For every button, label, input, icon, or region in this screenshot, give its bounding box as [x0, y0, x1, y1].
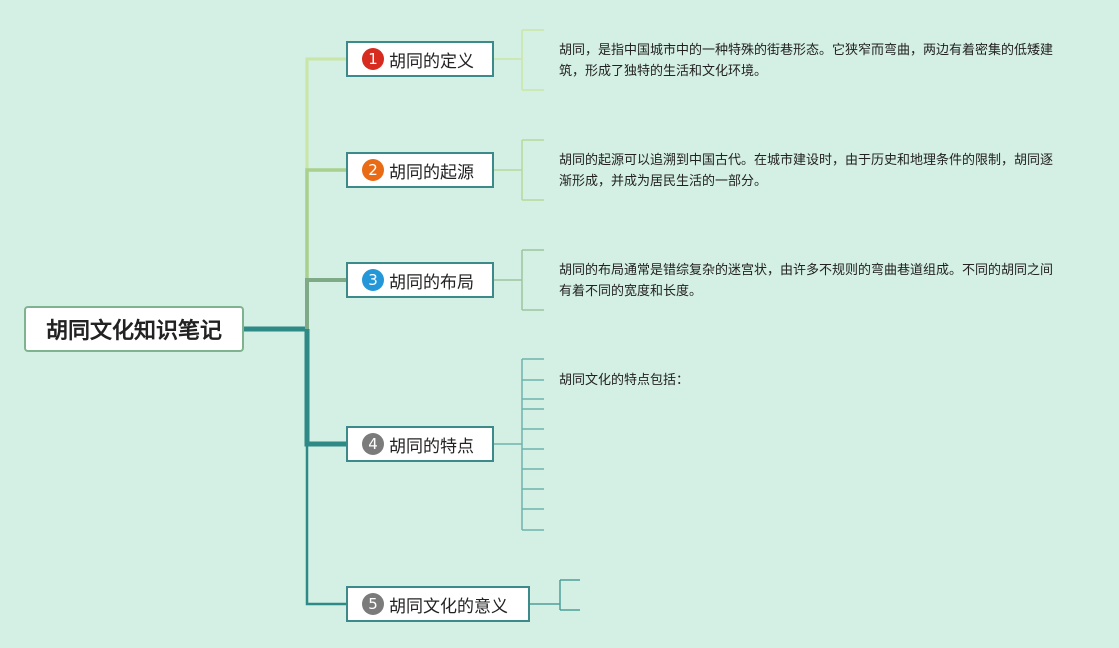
topic-label: 胡同的起源 [389, 162, 474, 183]
note-bracket-1 [494, 29, 544, 91]
topic-definition[interactable]: 1 胡同的定义 [346, 41, 494, 77]
note-origin[interactable]: 胡同的起源可以追溯到中国古代。在城市建设时，由于历史和地理条件的限制，胡同逐渐形… [559, 153, 1054, 189]
note-bracket-3 [494, 249, 544, 311]
topic-label: 胡同的定义 [389, 51, 474, 72]
note-bracket-2 [494, 139, 544, 201]
topic-significance[interactable]: 5 胡同文化的意义 [346, 586, 530, 622]
number-2-icon: 2 [362, 159, 384, 181]
note-bracket-5 [530, 579, 580, 611]
note-definition[interactable]: 胡同，是指中国城市中的一种特殊的街巷形态。它狭窄而弯曲，两边有着密集的低矮建筑，… [559, 43, 1054, 79]
connector-branch-1 [305, 57, 346, 329]
connector-branch-3 [305, 278, 346, 329]
topic-label: 胡同的布局 [389, 272, 474, 293]
number-5-icon: 5 [362, 593, 384, 615]
number-1-icon: 1 [362, 48, 384, 70]
note-bracket-4 [494, 358, 544, 531]
connector-branch-5 [305, 329, 346, 606]
connector-branch-2 [305, 168, 346, 329]
topic-label: 胡同的特点 [389, 436, 474, 457]
root-topic[interactable]: 胡同文化知识笔记 [24, 306, 244, 352]
number-4-icon: 4 [362, 433, 384, 455]
topic-features[interactable]: 4 胡同的特点 [346, 426, 494, 462]
topic-layout[interactable]: 3 胡同的布局 [346, 262, 494, 298]
note-features[interactable]: 胡同文化的特点包括： [559, 373, 690, 388]
connector-branch-4 [304, 329, 346, 447]
note-layout[interactable]: 胡同的布局通常是错综复杂的迷宫状，由许多不规则的弯曲巷道组成。不同的胡同之间有着… [559, 263, 1054, 299]
topic-label: 胡同文化的意义 [389, 596, 508, 617]
topic-origin[interactable]: 2 胡同的起源 [346, 152, 494, 188]
number-3-icon: 3 [362, 269, 384, 291]
root-title: 胡同文化知识笔记 [45, 319, 222, 344]
